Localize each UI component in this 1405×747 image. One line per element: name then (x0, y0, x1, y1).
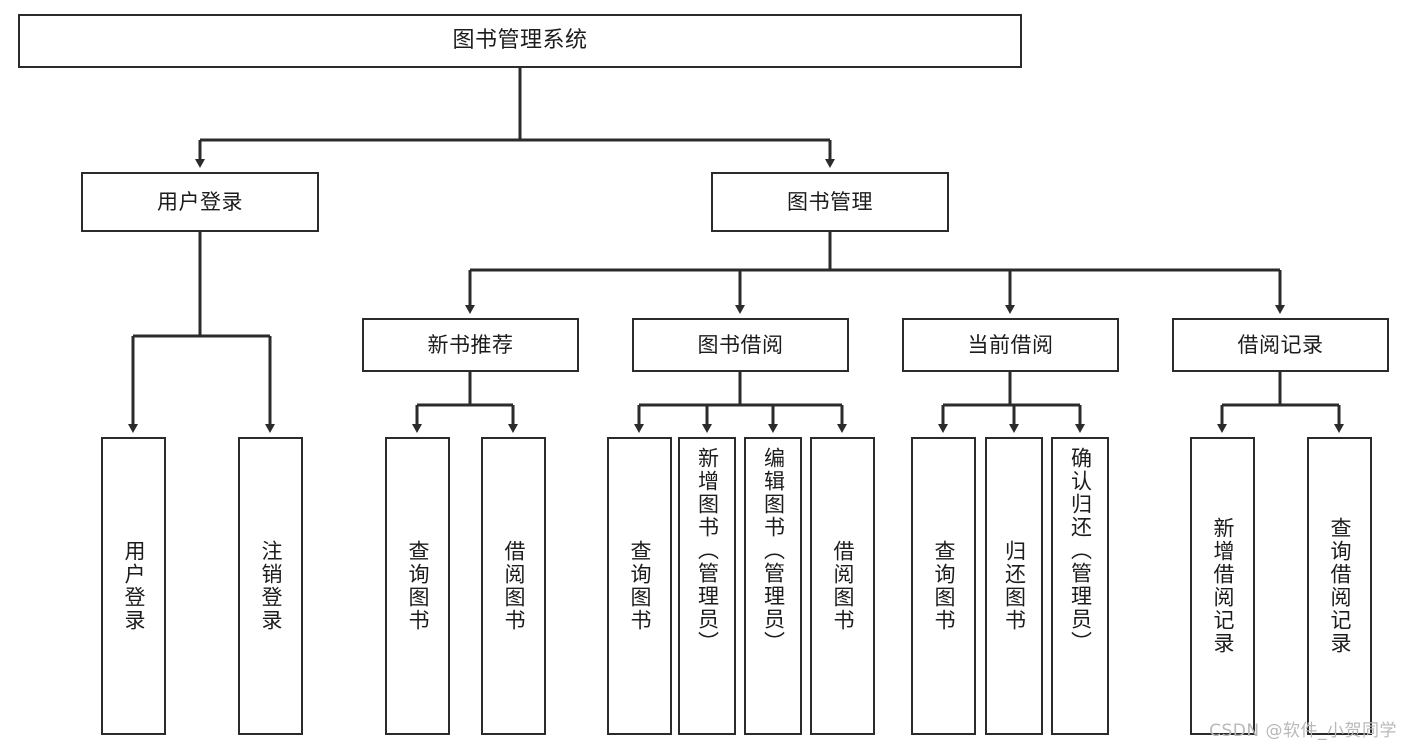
node-leaf-edit-book[interactable]: 编辑图书（管理员） (744, 437, 802, 735)
node-borrow-record-label: 借阅记录 (1237, 332, 1324, 357)
node-leaf-query-book-1[interactable]: 查询图书 (385, 437, 450, 735)
node-leaf-edit-book-label: 编辑图书（管理员） (761, 447, 786, 654)
node-root-label: 图书管理系统 (452, 28, 588, 54)
node-leaf-borrow-book-1[interactable]: 借阅图书 (481, 437, 546, 735)
node-new-book-rec[interactable]: 新书推荐 (362, 318, 579, 372)
node-book-manage-label: 图书管理 (787, 189, 873, 214)
node-leaf-borrow-book-1-label: 借阅图书 (502, 540, 526, 632)
node-borrow-record[interactable]: 借阅记录 (1172, 318, 1389, 372)
node-leaf-add-book-label: 新增图书（管理员） (695, 447, 720, 654)
node-current-borrow[interactable]: 当前借阅 (902, 318, 1119, 372)
node-leaf-borrow-book-2[interactable]: 借阅图书 (810, 437, 875, 735)
node-user-login[interactable]: 用户登录 (81, 172, 319, 232)
node-book-borrow-label: 图书借阅 (697, 332, 784, 357)
node-leaf-logout[interactable]: 注销登录 (238, 437, 303, 735)
node-root[interactable]: 图书管理系统 (18, 14, 1022, 68)
node-leaf-user-login[interactable]: 用户登录 (101, 437, 166, 735)
node-leaf-return-book-label: 归还图书 (1002, 540, 1027, 632)
node-leaf-query-book-2-label: 查询图书 (628, 540, 652, 632)
node-new-book-rec-label: 新书推荐 (427, 332, 514, 357)
node-leaf-query-book-3-label: 查询图书 (932, 540, 956, 632)
node-leaf-add-record-label: 新增借阅记录 (1211, 517, 1235, 655)
node-book-borrow[interactable]: 图书借阅 (632, 318, 849, 372)
node-user-login-label: 用户登录 (157, 189, 243, 214)
node-leaf-borrow-book-2-label: 借阅图书 (831, 540, 855, 632)
node-leaf-query-book-3[interactable]: 查询图书 (911, 437, 976, 735)
node-leaf-confirm-return-label: 确认归还（管理员） (1068, 447, 1093, 654)
node-leaf-query-record-label: 查询借阅记录 (1328, 517, 1352, 655)
node-leaf-confirm-return[interactable]: 确认归还（管理员） (1051, 437, 1109, 735)
node-leaf-return-book[interactable]: 归还图书 (985, 437, 1043, 735)
node-leaf-query-book-2[interactable]: 查询图书 (607, 437, 672, 735)
node-current-borrow-label: 当前借阅 (967, 332, 1054, 357)
node-leaf-add-record[interactable]: 新增借阅记录 (1190, 437, 1255, 735)
node-book-manage[interactable]: 图书管理 (711, 172, 949, 232)
node-leaf-query-record[interactable]: 查询借阅记录 (1307, 437, 1372, 735)
node-leaf-logout-label: 注销登录 (259, 540, 283, 632)
node-leaf-add-book[interactable]: 新增图书（管理员） (678, 437, 736, 735)
node-leaf-query-book-1-label: 查询图书 (406, 540, 430, 632)
node-leaf-user-login-label: 用户登录 (122, 540, 146, 632)
